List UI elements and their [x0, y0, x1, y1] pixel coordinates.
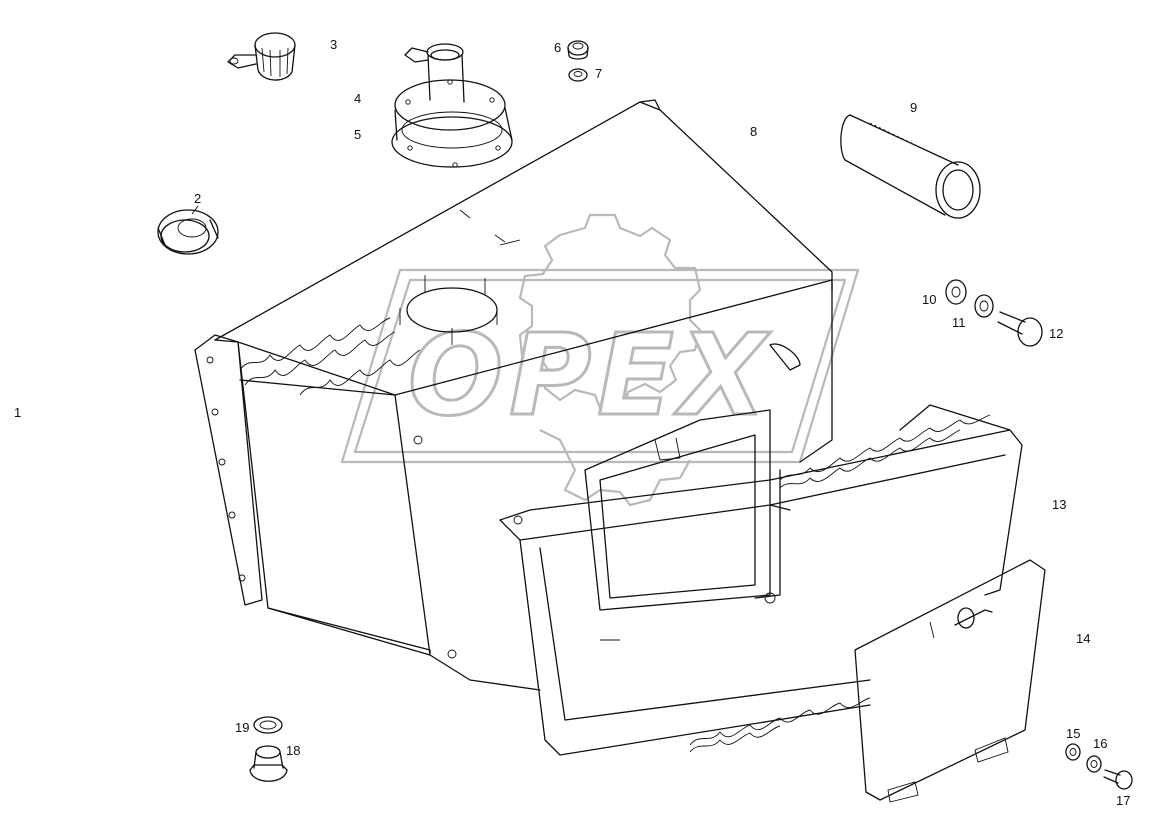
bolt-with-washers	[945, 279, 1043, 347]
callout-11: 11	[952, 315, 966, 330]
cover-plate	[854, 559, 1046, 803]
callout-2: 2	[194, 191, 202, 206]
step-bracket	[499, 404, 1023, 756]
leader-lines	[191, 205, 199, 215]
watermark-logo: OPEX	[340, 268, 860, 464]
callout-14: 14	[1076, 631, 1091, 646]
callout-8: 8	[750, 124, 758, 139]
callout-3: 3	[330, 37, 338, 52]
grommet	[157, 209, 219, 255]
step-cutout	[584, 409, 771, 611]
fuel-tank	[194, 99, 833, 691]
callout-4: 4	[354, 91, 362, 106]
callout-16: 16	[1093, 736, 1108, 751]
callout-5: 5	[354, 127, 362, 142]
callout-12: 12	[1049, 326, 1064, 341]
nut-washer-bolt	[1065, 743, 1133, 790]
callout-17: 17	[1116, 793, 1131, 808]
callout-15: 15	[1066, 726, 1081, 741]
watermark-gear	[518, 213, 702, 507]
filter-strainer	[840, 114, 981, 219]
callout-19: 19	[235, 720, 250, 735]
filler-cap	[227, 32, 296, 81]
callout-1: 1	[14, 405, 22, 420]
callout-7: 7	[595, 66, 603, 81]
callout-10: 10	[922, 292, 937, 307]
watermark-text: OPEX	[408, 311, 772, 441]
nut-and-washer	[567, 40, 589, 82]
callout-18: 18	[286, 743, 301, 758]
callout-9: 9	[910, 100, 918, 115]
callout-13: 13	[1052, 497, 1067, 512]
callout-6: 6	[554, 40, 562, 55]
filler-neck-flange	[391, 43, 513, 168]
drain-plug-and-seal	[249, 716, 288, 782]
